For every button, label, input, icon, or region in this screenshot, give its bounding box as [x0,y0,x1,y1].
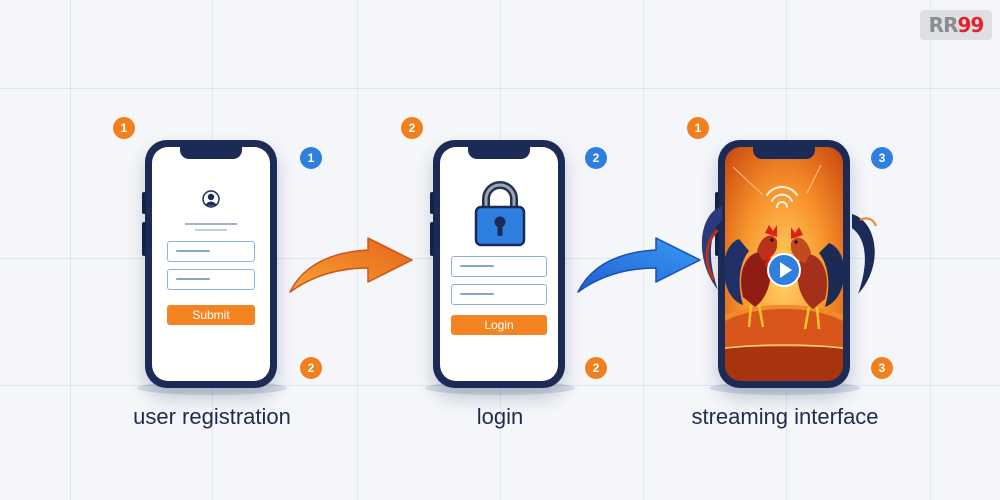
step-number-badge: 1 [113,117,135,139]
rooster-fight-scene [725,147,843,381]
grid-line [643,0,644,500]
step-number-badge: 2 [300,357,322,379]
step-label-registration: user registration [133,404,291,429]
streaming-phone [715,140,850,388]
user-avatar-icon [202,190,220,208]
grid-line [357,0,358,500]
phone-side-button [142,192,146,214]
registration-screen: Submit [152,147,270,381]
step-number-badge: 2 [401,117,423,139]
login-field-1[interactable] [451,256,547,277]
step-number-badge: 3 [871,147,893,169]
registration-field-1[interactable] [167,241,255,262]
step-label-login: login [476,404,524,429]
login-phone: Login [430,140,565,388]
phone-side-button [430,192,434,214]
phone-side-button [142,222,146,256]
grid-line [0,88,1000,89]
blue-flow-arrow [577,237,701,293]
orange-flow-arrow [289,237,413,293]
rooster-tail-left [701,206,722,290]
grid-line [70,0,71,500]
phone-side-button [715,192,719,214]
logo-main-text: RR [928,13,959,37]
title-placeholder-line [185,223,237,225]
phone-side-button [715,222,719,256]
step-label-streaming: streaming interface [691,404,879,429]
rooster-tail-right [852,214,877,294]
streaming-screen [725,147,843,381]
login-screen: Login [440,147,558,381]
step-number-badge: 2 [585,357,607,379]
padlock-icon [472,179,528,247]
login-field-2[interactable] [451,284,547,305]
phone-notch [468,147,530,159]
step-number-badge: 2 [585,147,607,169]
phone-notch [180,147,242,159]
play-icon[interactable] [767,253,801,287]
grid-line [930,0,931,500]
login-button[interactable]: Login [451,315,547,335]
subtitle-placeholder-line [195,229,227,231]
registration-field-2[interactable] [167,269,255,290]
logo-accent-text: 99 [957,13,984,37]
phone-notch [753,147,815,159]
registration-phone: Submit [142,140,277,388]
step-number-badge: 3 [871,357,893,379]
phone-side-button [430,222,434,256]
step-number-badge: 1 [300,147,322,169]
submit-button[interactable]: Submit [167,305,255,325]
step-number-badge: 1 [687,117,709,139]
